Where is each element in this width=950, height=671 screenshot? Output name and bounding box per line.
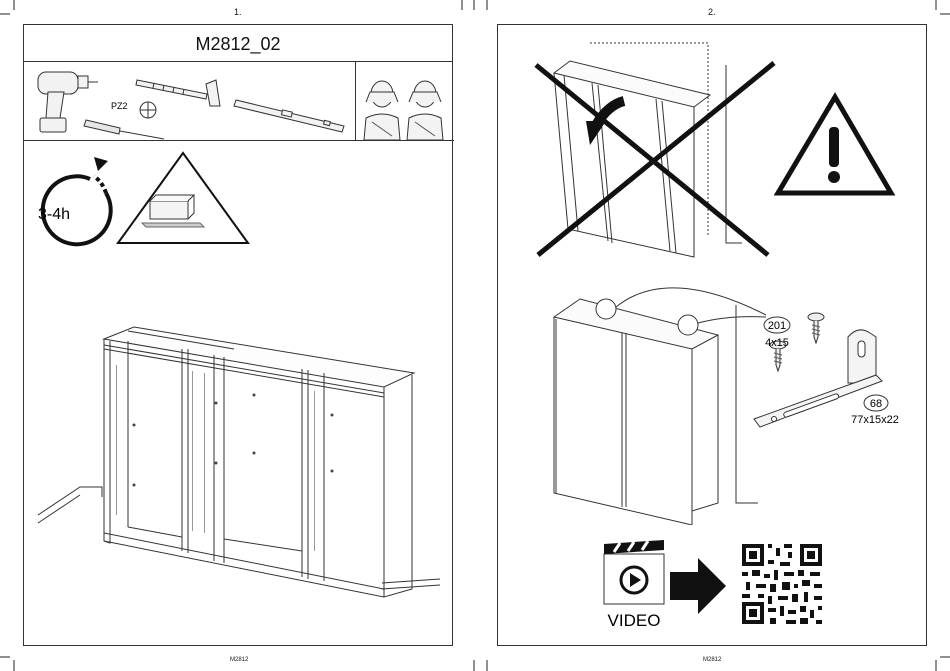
part-68-number: 68: [870, 398, 882, 410]
page-footer: M2812: [703, 657, 721, 663]
qr-code-icon: [742, 544, 822, 624]
do-not-tip-illustration: [498, 25, 928, 265]
part-68-size: 77x15x22: [851, 414, 899, 426]
tools-row: PZ2: [24, 62, 454, 141]
page-number: 2.: [708, 7, 716, 17]
wall-fixing-illustration: 201 4x15 68 77x15x22: [498, 275, 928, 525]
tools-illustration: PZ2: [24, 62, 454, 140]
bit-size-label: PZ2: [111, 101, 128, 111]
wardrobe-carcass-illustration: [24, 275, 454, 605]
assembly-time-label: 3-4h: [38, 206, 70, 223]
time-warning-section: 3-4h: [24, 143, 454, 253]
video-label: VIDEO: [608, 611, 661, 630]
packaging-warning-icon: [118, 153, 248, 243]
page-number: 1.: [234, 7, 242, 17]
screwdriver-icon: [84, 120, 164, 139]
video-section: VIDEO: [498, 530, 928, 645]
phillips-head-icon: [140, 102, 156, 118]
page-1-panel: M2812_02: [23, 24, 453, 646]
clapperboard-icon: [604, 540, 664, 604]
two-person-icon: [364, 81, 443, 140]
page-2-panel: 201 4x15 68 77x15x22 VIDEO: [497, 24, 927, 646]
spirit-level-icon: [234, 100, 344, 132]
page-title: M2812_02: [24, 25, 452, 62]
page-footer: M2812: [230, 657, 248, 663]
arrow-right-icon: [670, 558, 726, 614]
time-clock-icon: [43, 157, 111, 244]
part-201-number: 201: [768, 320, 786, 332]
part-201-size: 4x15: [765, 337, 789, 349]
caution-triangle-icon: [778, 97, 891, 193]
